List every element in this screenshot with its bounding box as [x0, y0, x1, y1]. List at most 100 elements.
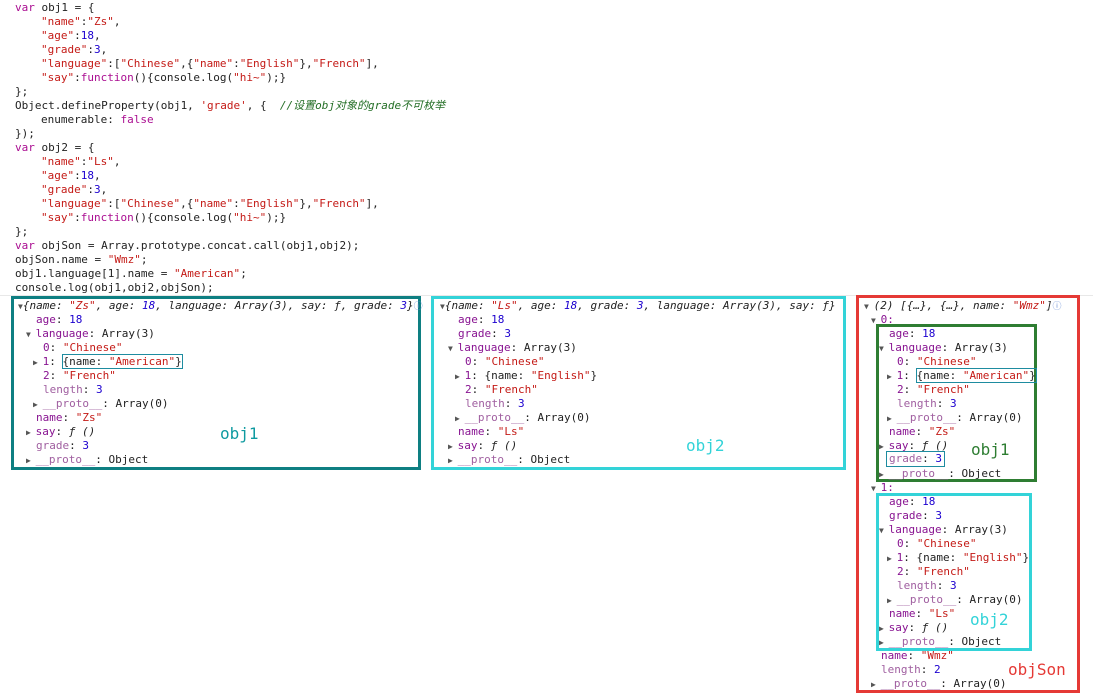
object-summary-row[interactable]: ▼{name: "Zs", age: 18, language: Array(3… [18, 299, 423, 312]
expanded-triangle-icon[interactable]: ▼ [879, 344, 889, 353]
code-line: "grade":3, [41, 43, 108, 56]
property-row: length: 3 [43, 383, 103, 396]
property-row: length: 3 [897, 579, 957, 592]
property-row: 0: "Chinese" [897, 537, 977, 550]
collapsed-triangle-icon[interactable]: ▶ [887, 372, 897, 381]
property-row: name: "Zs" [36, 411, 103, 424]
property-row-expandable[interactable]: ▶ __proto__: Object [448, 453, 571, 466]
property-row: 0: "Chinese" [465, 355, 545, 368]
collapsed-triangle-icon[interactable]: ▶ [448, 442, 458, 451]
code-line: "language":["Chinese",{"name":"English"}… [41, 197, 379, 210]
collapsed-triangle-icon[interactable]: ▶ [33, 358, 43, 367]
highlighted-value: {name: "American"} [915, 368, 1037, 383]
collapsed-triangle-icon[interactable]: ▶ [26, 428, 36, 437]
property-row: grade: 3 [889, 509, 942, 522]
collapsed-triangle-icon[interactable]: ▶ [33, 400, 43, 409]
collapsed-triangle-icon[interactable]: ▶ [879, 638, 889, 647]
property-row-expandable[interactable]: ▶ __proto__: Array(0) [887, 593, 1023, 606]
collapsed-triangle-icon[interactable]: ▶ [455, 372, 465, 381]
code-line: obj1.language[1].name = "American"; [15, 267, 247, 280]
property-row: name: "Wmz" [881, 649, 954, 662]
property-row-expandable[interactable]: ▶ 1: {name: "English"} [887, 551, 1030, 564]
property-row-expandable[interactable]: ▶ __proto__: Object [879, 635, 1002, 648]
code-line: "language":["Chinese",{"name":"English"}… [41, 57, 379, 70]
code-line: "say":function(){console.log("hi~");} [41, 211, 287, 224]
property-row-highlighted: grade: 3 [886, 451, 945, 467]
property-row-expandable[interactable]: ▶ say: ƒ () [26, 425, 96, 438]
property-row: length: 3 [897, 397, 957, 410]
collapsed-triangle-icon[interactable]: ▶ [879, 470, 889, 479]
expanded-triangle-icon[interactable]: ▼ [26, 330, 36, 339]
objson-item0-outline-box [876, 324, 1037, 482]
collapsed-triangle-icon[interactable]: ▶ [448, 456, 458, 465]
expanded-triangle-icon[interactable]: ▼ [440, 302, 445, 311]
collapsed-triangle-icon[interactable]: ▶ [887, 596, 897, 605]
property-row-expandable[interactable]: ▶ __proto__: Object [26, 453, 149, 466]
object-summary-row[interactable]: ▼ (2) [{…}, {…}, name: "Wmz"]ⓘ [864, 299, 1062, 312]
collapsed-triangle-icon[interactable]: ▶ [879, 624, 889, 633]
expanded-triangle-icon[interactable]: ▼ [871, 316, 881, 325]
code-line: objSon.name = "Wmz"; [15, 253, 148, 266]
property-row: name: "Zs" [889, 425, 956, 438]
collapsed-triangle-icon[interactable]: ▶ [455, 414, 465, 423]
property-row-expandable[interactable]: ▶ 1: {name: "American"} [887, 368, 1037, 383]
code-line: Object.defineProperty(obj1, 'grade', { /… [15, 99, 446, 112]
property-row-expandable[interactable]: ▼ language: Array(3) [879, 523, 1008, 536]
property-row: 2: "French" [897, 565, 970, 578]
property-row-expandable[interactable]: ▶ __proto__: Array(0) [871, 677, 1007, 690]
collapsed-triangle-icon[interactable]: ▶ [26, 456, 36, 465]
property-row-expandable[interactable]: ▶ __proto__: Object [879, 467, 1002, 480]
collapsed-triangle-icon[interactable]: ▶ [879, 442, 889, 451]
info-icon[interactable]: ⓘ [1052, 302, 1062, 312]
code-line: var objSon = Array.prototype.concat.call… [15, 239, 360, 252]
property-row: grade: 3 [458, 327, 511, 340]
code-line: "say":function(){console.log("hi~");} [41, 71, 287, 84]
property-row-expandable[interactable]: ▶ __proto__: Array(0) [33, 397, 169, 410]
property-row-expandable[interactable]: ▶ say: ƒ () [879, 621, 949, 634]
collapsed-triangle-icon[interactable]: ▶ [887, 414, 897, 423]
property-row-expandable[interactable]: ▶ say: ƒ () [879, 439, 949, 452]
property-row: age: 18 [889, 495, 936, 508]
code-line: "grade":3, [41, 183, 108, 196]
array-index-row[interactable]: ▼ 0: [871, 313, 894, 326]
property-row-expandable[interactable]: ▼ language: Array(3) [879, 341, 1008, 354]
obj2-annotation: obj2 [686, 436, 725, 455]
property-row-expandable[interactable]: ▼ language: Array(3) [26, 327, 155, 340]
expanded-triangle-icon[interactable]: ▼ [871, 484, 881, 493]
property-row-expandable[interactable]: ▼ language: Array(3) [448, 341, 577, 354]
code-line: "age":18, [41, 169, 101, 182]
objson-obj1-annotation: obj1 [971, 440, 1010, 459]
expanded-triangle-icon[interactable]: ▼ [448, 344, 458, 353]
property-row: 2: "French" [43, 369, 116, 382]
code-line: enumerable: false [41, 113, 154, 126]
property-row-expandable[interactable]: ▶ __proto__: Array(0) [887, 411, 1023, 424]
expanded-triangle-icon[interactable]: ▼ [879, 526, 889, 535]
property-row-expandable[interactable]: ▶ __proto__: Array(0) [455, 411, 591, 424]
expanded-triangle-icon[interactable]: ▼ [18, 302, 23, 311]
object-summary-row[interactable]: ▼{name: "Ls", age: 18, grade: 3, languag… [440, 299, 836, 312]
property-row-expandable[interactable]: ▶ 1: {name: "American"} [33, 354, 183, 369]
property-row-expandable[interactable]: ▶ 1: {name: "English"} [455, 369, 598, 382]
collapsed-triangle-icon[interactable]: ▶ [887, 554, 897, 563]
objson-item1-outline-box [876, 493, 1032, 651]
property-row: name: "Ls" [889, 607, 956, 620]
property-row: 0: "Chinese" [897, 355, 977, 368]
code-line: "name":"Ls", [41, 155, 121, 168]
code-line: "name":"Zs", [41, 15, 121, 28]
array-index-row[interactable]: ▼ 1: [871, 481, 894, 494]
code-line: var obj2 = { [15, 141, 95, 154]
objson-obj2-annotation: obj2 [970, 610, 1009, 629]
code-line: }); [15, 127, 35, 140]
property-row-expandable[interactable]: ▶ say: ƒ () [448, 439, 518, 452]
property-row: 2: "French" [465, 383, 538, 396]
property-row: name: "Ls" [458, 425, 525, 438]
property-row: age: 18 [458, 313, 505, 326]
info-icon[interactable]: ⓘ [413, 302, 423, 312]
property-row: grade: 3 [36, 439, 89, 452]
property-row: age: 18 [36, 313, 83, 326]
expanded-triangle-icon[interactable]: ▼ [864, 302, 874, 311]
code-line: "age":18, [41, 29, 101, 42]
property-row: age: 18 [889, 327, 936, 340]
collapsed-triangle-icon[interactable]: ▶ [871, 680, 881, 689]
property-row: length: 3 [465, 397, 525, 410]
